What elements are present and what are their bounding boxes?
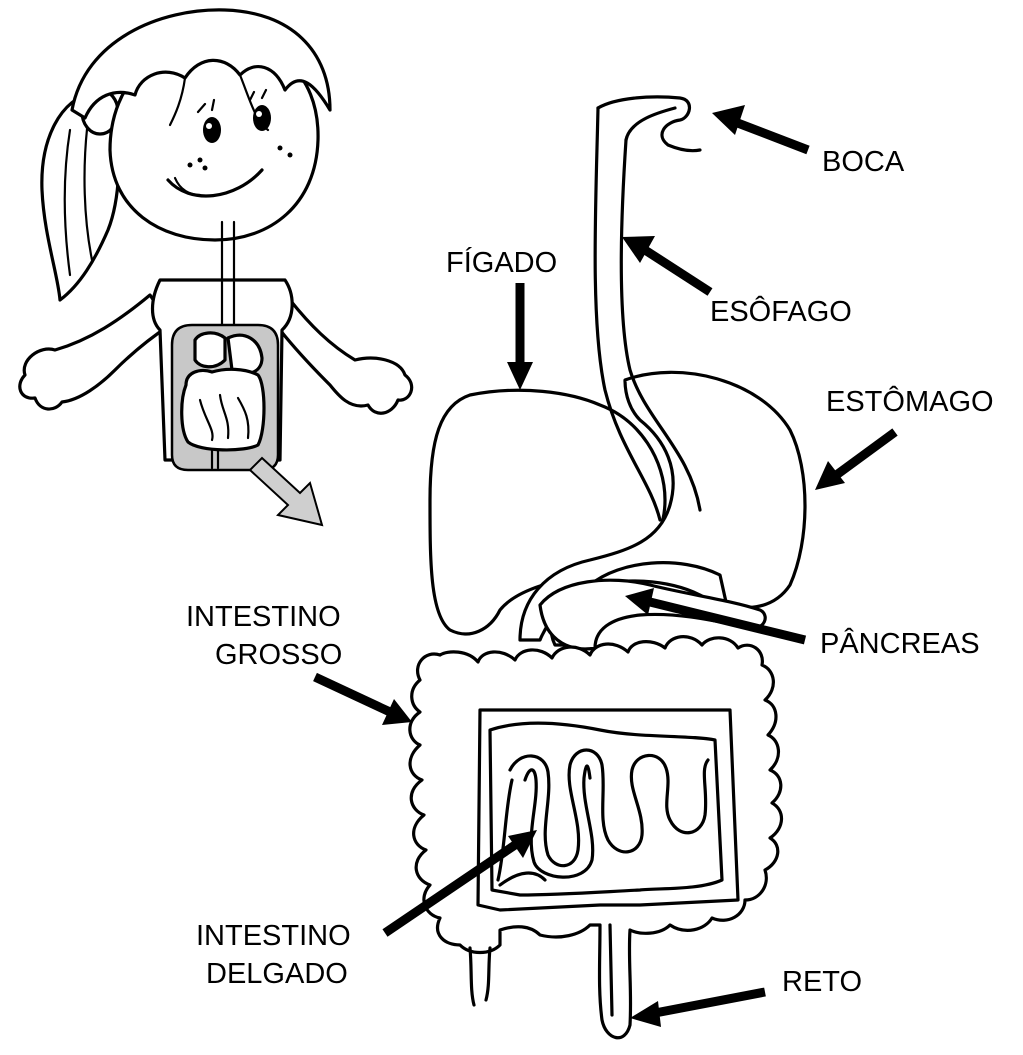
label-figado: FÍGADO xyxy=(446,246,557,280)
label-reto: RETO xyxy=(782,965,862,999)
rectum-line xyxy=(610,925,612,1015)
label-pancreas: PÂNCREAS xyxy=(820,627,980,661)
label-estomago: ESTÔMAGO xyxy=(826,385,994,419)
estomago-arrow xyxy=(835,432,895,476)
reto-arrow xyxy=(655,992,765,1013)
label-intestino-grosso-line1: INTESTINO xyxy=(186,600,341,634)
label-intestino-delgado-line1: INTESTINO xyxy=(196,919,351,953)
label-intestino-delgado-line2: DELGADO xyxy=(206,957,348,991)
intestino-grosso-arrow xyxy=(315,677,390,712)
girl-illustration xyxy=(20,10,412,525)
label-esofago: ESÔFAGO xyxy=(710,295,852,329)
digestive-organs xyxy=(410,97,805,1038)
label-intestino-grosso-line2: GROSSO xyxy=(215,638,342,672)
esofago-arrow xyxy=(645,250,710,292)
boca-arrow xyxy=(735,122,808,150)
label-boca: BOCA xyxy=(822,145,904,179)
